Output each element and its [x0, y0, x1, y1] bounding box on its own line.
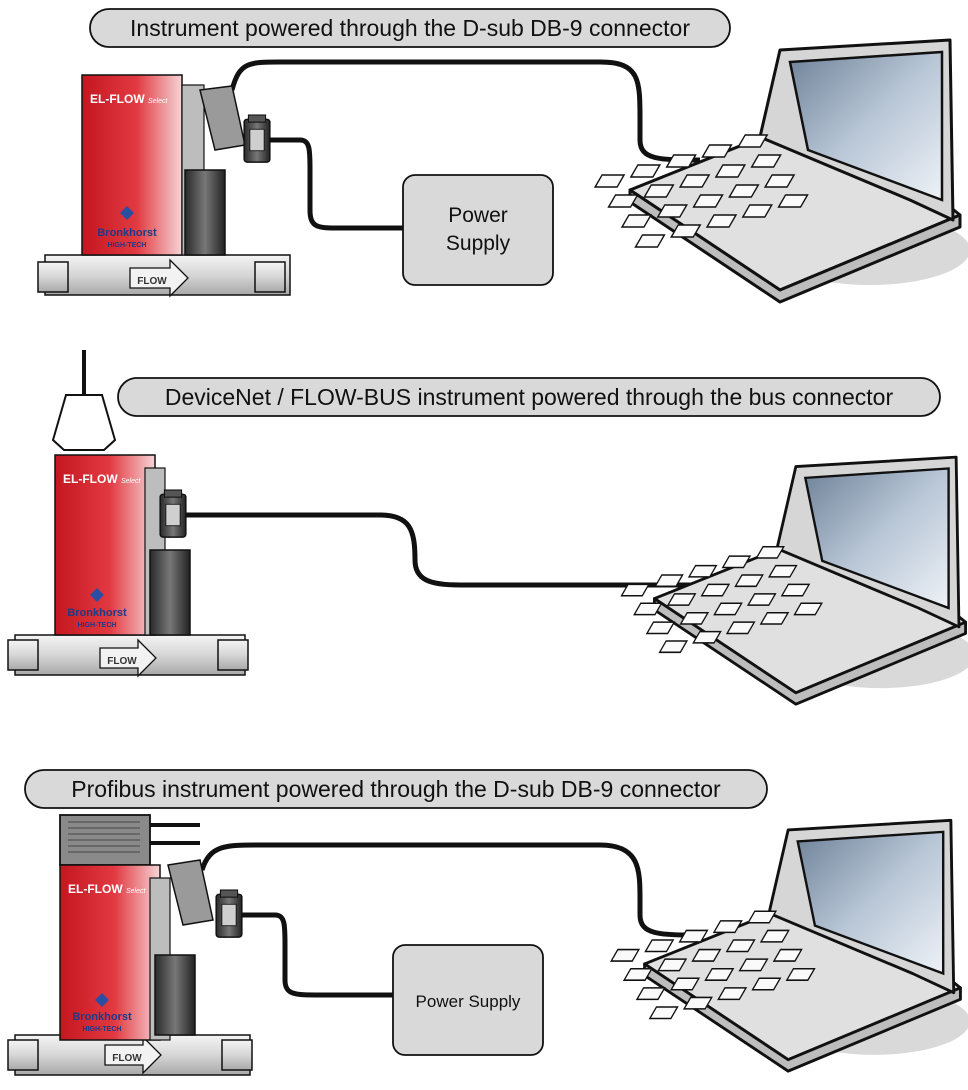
fitting-left-2	[7, 639, 39, 671]
model-label-1: EL-FLOW	[90, 92, 145, 106]
caption-3: Profibus instrument powered through the …	[71, 776, 721, 802]
model-label-2: EL-FLOW	[63, 472, 118, 486]
instrument-housing-3	[59, 864, 161, 1041]
caption-box-3: Profibus instrument powered through the …	[24, 769, 768, 809]
bus-connector-2	[51, 350, 117, 451]
power-supply-1: Power Supply	[402, 174, 554, 286]
dsub-plug-3	[215, 889, 243, 938]
power-supply-3: Power Supply	[392, 944, 544, 1056]
fitting-left-3	[7, 1039, 39, 1071]
data-cable-2	[185, 512, 700, 588]
data-cable-3	[199, 842, 701, 938]
brand-sub-2: HIGH-TECH	[78, 622, 117, 629]
brand-label-2: Bronkhorst	[67, 607, 127, 619]
caption-box-2: DeviceNet / FLOW-BUS instrument powered …	[117, 377, 941, 417]
valve-3	[154, 954, 196, 1036]
dsub-plug-angled-1	[199, 85, 246, 151]
model-suffix-3: Select	[126, 888, 147, 895]
brand-label-1: Bronkhorst	[97, 227, 157, 239]
caption-box-1: Instrument powered through the D-sub DB-…	[89, 8, 731, 48]
power-supply-label-1b: Supply	[446, 232, 511, 255]
caption-1: Instrument powered through the D-sub DB-…	[130, 15, 690, 41]
model-label-3: EL-FLOW	[68, 882, 123, 896]
power-supply-label-1: Power	[448, 204, 508, 227]
power-supply-label-3: Power Supply	[416, 992, 521, 1011]
power-cable-1	[270, 137, 405, 231]
brand-sub-1: HIGH-TECH	[108, 242, 147, 249]
bronkhorst-logo-icon	[95, 993, 109, 1007]
flow-arrow-icon	[104, 1035, 162, 1075]
bronkhorst-logo-icon	[90, 588, 104, 602]
valve-1	[184, 169, 226, 256]
instrument-3: FLOW EL-FLOW Select Bronkhorst HIGH-TECH	[7, 859, 253, 1076]
fitting-left-1	[37, 261, 69, 293]
flow-label-3: FLOW	[112, 1053, 142, 1064]
valve-2	[149, 549, 191, 636]
caption-2: DeviceNet / FLOW-BUS instrument powered …	[165, 384, 894, 410]
dsub-plug-angled-3	[167, 859, 214, 926]
fitting-right-1	[254, 261, 286, 293]
power-cable-3	[240, 912, 395, 998]
flow-arrow-icon	[129, 258, 189, 298]
instrument-1: FLOW EL-FLOW Select Bronkhorst HIGH-TECH	[37, 74, 291, 298]
data-cable-1	[229, 59, 701, 163]
laptop-1	[593, 38, 968, 304]
model-suffix-2: Select	[121, 478, 142, 485]
fitting-right-2	[217, 639, 249, 671]
profibus-connector-3	[59, 814, 200, 866]
brand-label-3: Bronkhorst	[72, 1011, 132, 1023]
scenario-2: DeviceNet / FLOW-BUS instrument powered …	[7, 350, 968, 706]
brand-sub-3: HIGH-TECH	[83, 1026, 122, 1033]
laptop-2	[619, 455, 968, 706]
instrument-2: FLOW EL-FLOW Select Bronkhorst HIGH-TECH	[7, 454, 249, 678]
model-suffix-1: Select	[148, 98, 169, 105]
dsub-plug-2	[159, 489, 187, 538]
flow-label-2: FLOW	[107, 656, 137, 667]
bronkhorst-logo-icon	[120, 206, 134, 220]
scenario-3: Profibus instrument powered through the …	[7, 769, 968, 1076]
fitting-right-3	[221, 1039, 253, 1071]
flow-arrow-icon	[99, 638, 157, 678]
flow-label-1: FLOW	[137, 276, 167, 287]
scenario-1: Instrument powered through the D-sub DB-…	[37, 8, 968, 304]
laptop-3	[609, 818, 968, 1073]
dsub-plug-1	[243, 114, 271, 163]
